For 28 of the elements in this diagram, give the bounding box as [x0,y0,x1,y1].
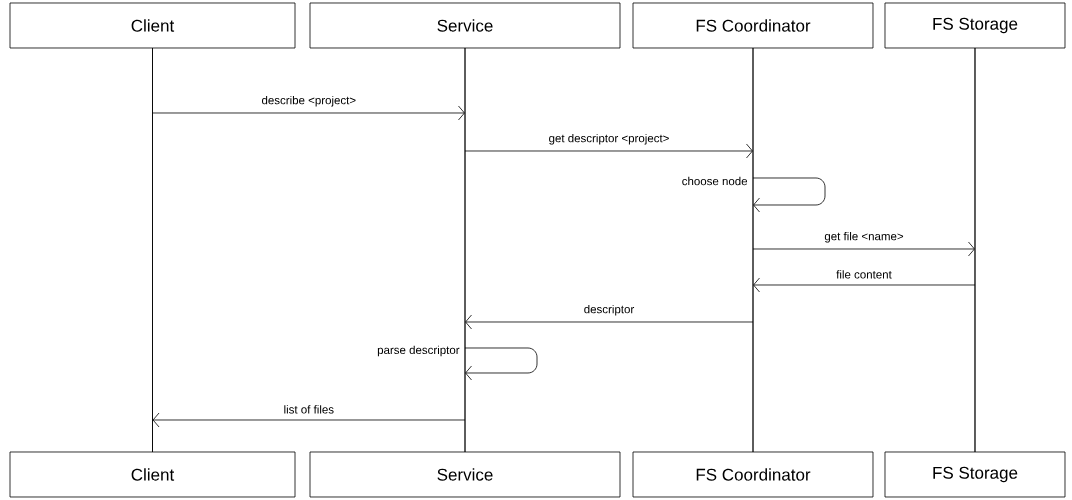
participant-box: FS Storage [884,2,1066,49]
message-arrow [752,241,975,257]
participant-box: FS Coordinator [632,451,874,498]
participant-box: FS Storage [884,451,1066,498]
participant-box: Client [9,451,296,498]
message-arrow [152,105,465,121]
edge-label: file content [836,270,892,279]
edge-label: describe <project> [262,95,356,107]
participant-box: Client [9,2,296,49]
self-message-arrow [752,177,826,213]
self-message-arrow [464,347,538,381]
edge-label: choose node [682,176,748,186]
message-arrow [465,314,754,330]
message-arrow [753,277,976,293]
message-arrow [152,412,466,428]
participant-box: FS Coordinator [632,2,874,49]
participant-box: Service [309,2,621,49]
edge-label: get descriptor <project> [549,133,669,145]
lifeline [152,47,153,453]
participant-box: Service [309,451,621,498]
message-arrow [464,143,753,159]
lifeline [464,47,466,453]
edge-label: get file <name> [824,231,904,243]
edge-label: descriptor [584,304,635,316]
edge-label: list of files [284,405,334,414]
lifeline [752,47,754,453]
lifeline [974,47,976,453]
edge-label: parse descriptor [377,345,460,357]
